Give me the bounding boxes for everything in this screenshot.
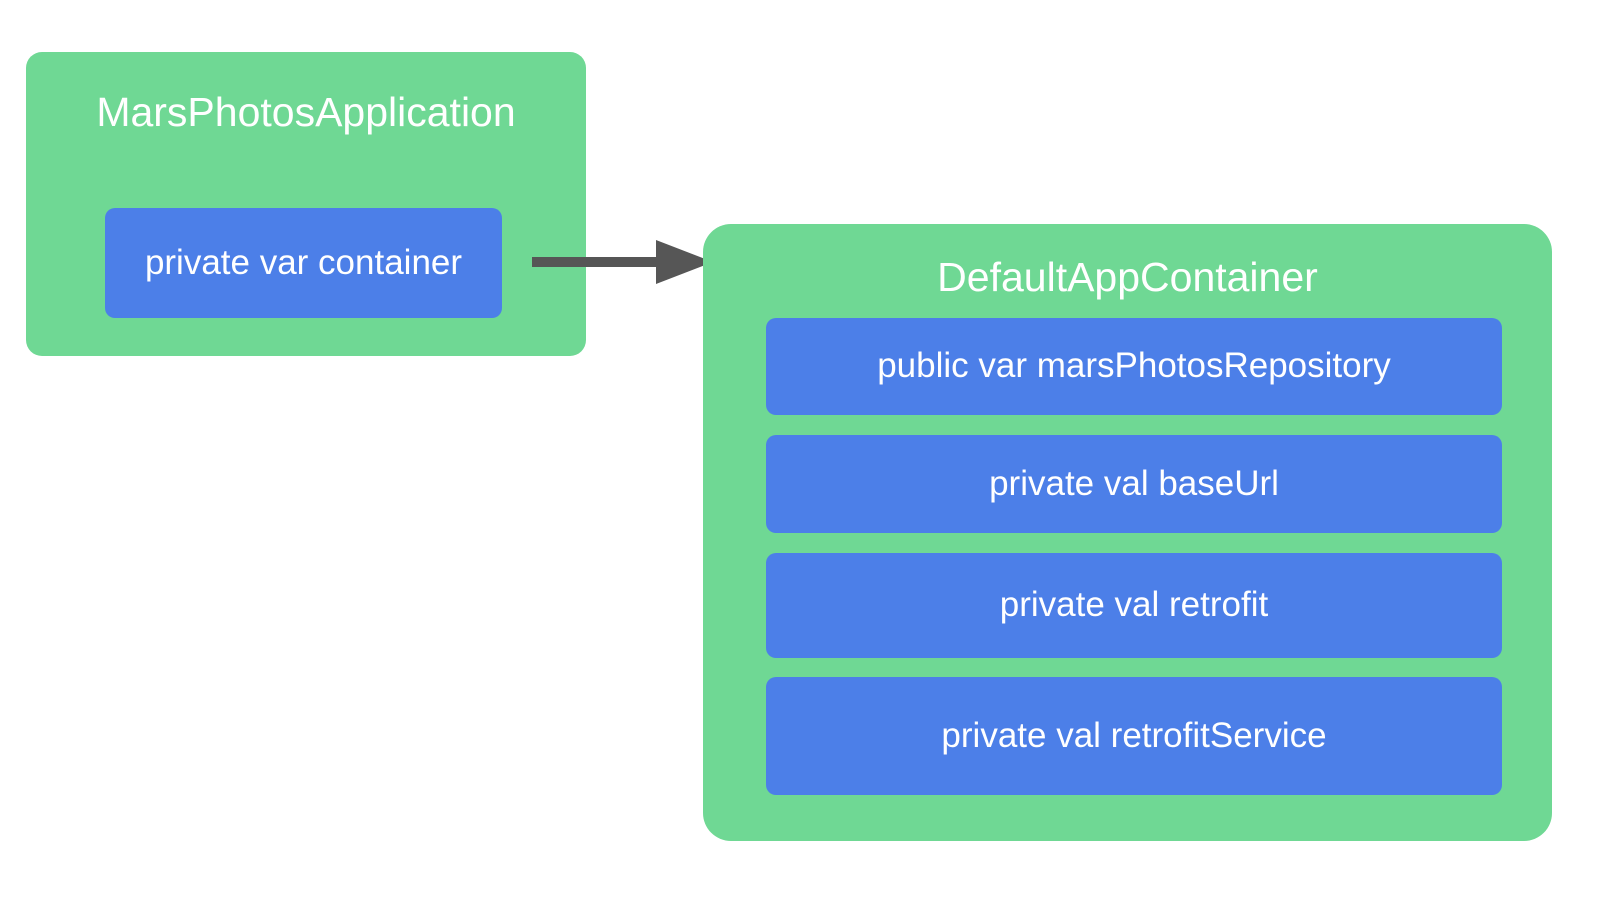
member-box-retrofit-service[interactable]: private val retrofitService — [766, 677, 1502, 795]
member-box-mars-photos-repository[interactable]: public var marsPhotosRepository — [766, 318, 1502, 415]
member-box-container[interactable]: private var container — [105, 208, 502, 318]
class-title-mars-photos-application: MarsPhotosApplication — [96, 89, 516, 135]
class-title-default-app-container: DefaultAppContainer — [937, 254, 1318, 300]
class-box-default-app-container[interactable]: DefaultAppContainer public var marsPhoto… — [703, 224, 1552, 841]
member-box-base-url[interactable]: private val baseUrl — [766, 435, 1502, 533]
class-box-mars-photos-application[interactable]: MarsPhotosApplication private var contai… — [26, 52, 586, 356]
member-box-retrofit[interactable]: private val retrofit — [766, 553, 1502, 658]
